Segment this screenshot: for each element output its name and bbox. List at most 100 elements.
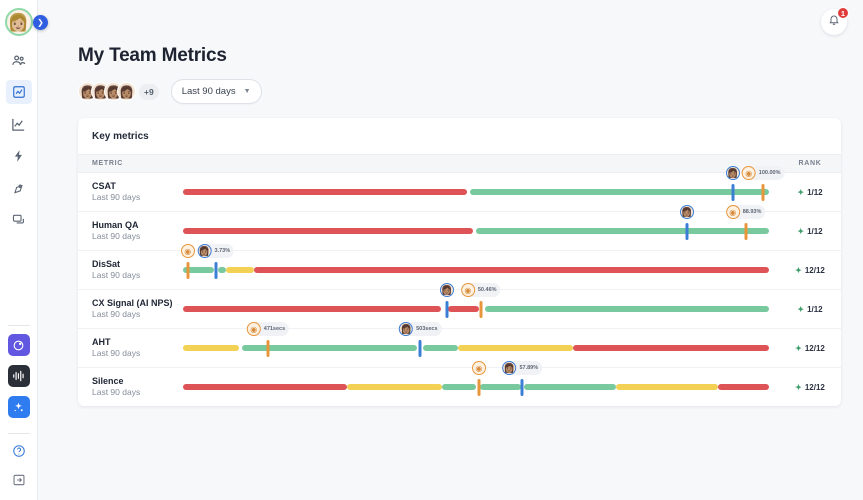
bar-track: 👩🏽◉100.00% [183, 166, 785, 202]
marker-stick [214, 262, 218, 280]
bar-segment-red [572, 345, 769, 352]
marker-avatar: 👩🏽 [725, 166, 740, 181]
metric-bar-cell[interactable]: 👩🏽◉100.00% [183, 166, 785, 211]
rank-trend-up-icon: ✦ [797, 304, 805, 314]
rank-trend-up-icon: ✦ [795, 382, 802, 392]
sidebar-item-dashboard[interactable] [5, 80, 32, 104]
bar-segment-red [183, 306, 441, 313]
rank-trend-up-icon: ✦ [797, 187, 805, 197]
sidebar-item-insights[interactable] [6, 144, 32, 168]
coaching-icon [12, 181, 26, 195]
rank-cell: ✦12/12 [779, 329, 841, 367]
table-header: METRIC RANK [78, 154, 841, 173]
metric-bar-cell[interactable]: ◉👩🏽57.89% [183, 361, 779, 406]
metric-name-cell: CX Signal (AI NPS)Last 90 days [78, 290, 183, 328]
marker-stick [445, 301, 449, 319]
marker-stick [520, 379, 524, 397]
metric-bar-cell[interactable]: ◉👩🏽3.73% [180, 244, 779, 289]
trend-chart-icon [11, 117, 26, 132]
logout-button[interactable] [7, 471, 31, 493]
bar-segment-green [423, 345, 459, 352]
marker-stick [685, 223, 689, 241]
help-icon [12, 444, 26, 463]
marker-generic-avatar-icon: ◉ [725, 205, 740, 220]
sidebar-item-conversations[interactable] [6, 208, 32, 232]
metric-bar-cell[interactable]: 👩🏽◉88.93% [183, 205, 779, 250]
marker-value: 471secs [263, 326, 286, 333]
metric-bar-cell[interactable]: 👩🏽◉50.46% [183, 283, 779, 328]
bar-segment-yellow [458, 345, 573, 352]
app-tile-purple[interactable] [7, 334, 30, 356]
metric-name: Human QA [92, 220, 139, 231]
filters-bar: 👩🏽👩🏽👩🏽👩🏽+9 Last 90 days ▼ [78, 79, 845, 104]
metric-name: Silence [92, 376, 124, 387]
sidebar-item-coaching[interactable] [6, 176, 32, 200]
bell-icon [828, 13, 840, 31]
waveform-icon [12, 370, 24, 382]
sidebar-item-trends[interactable] [6, 112, 32, 136]
stack-avatar[interactable]: 👩🏽 [117, 82, 136, 101]
bar-track: ◉👩🏽57.89% [183, 361, 769, 397]
marker-bubble: 👩🏽 [679, 205, 694, 220]
circle-swirl-icon [13, 340, 24, 350]
rail-divider-bottom [7, 433, 30, 434]
metric-name: CSAT [92, 181, 116, 191]
marker-avatar: 👩🏽 [399, 322, 414, 337]
bar-segment-red [183, 189, 468, 196]
help-button[interactable] [7, 442, 31, 464]
team-avatar-stack[interactable]: 👩🏽👩🏽👩🏽👩🏽+9 [78, 82, 159, 101]
table-row[interactable]: CX Signal (AI NPS)Last 90 days👩🏽◉50.46% ✦… [78, 283, 841, 330]
bar-segment-green [476, 228, 769, 235]
marker-bubble: 👩🏽 [725, 166, 740, 181]
bar-segment-yellow [225, 267, 255, 274]
marker-stick [761, 184, 765, 202]
app-tile-sparkle[interactable] [7, 396, 30, 418]
marker-stick [266, 340, 270, 358]
marker-bubble: 👩🏽3.73% [197, 244, 235, 259]
marker-bubble: ◉471secs [246, 322, 290, 337]
notification-badge: 1 [837, 7, 849, 19]
marker-value: 100.00% [758, 170, 781, 177]
sidebar-item-team[interactable] [6, 48, 32, 72]
bar-segment-red [183, 384, 348, 391]
marker-generic-avatar-icon: ◉ [246, 322, 261, 337]
sparkle-icon [14, 402, 23, 411]
marker-bubble: ◉100.00% [741, 166, 785, 181]
rank-trend-up-icon: ✦ [797, 226, 805, 236]
chevron-down-icon: ▼ [243, 88, 251, 95]
marker-stick [418, 340, 422, 358]
column-header-bar [183, 160, 779, 167]
marker-generic-avatar-icon: ◉ [460, 283, 475, 298]
marker-stick [477, 379, 481, 397]
metric-period: Last 90 days [92, 192, 141, 203]
bar-segment-red [447, 306, 479, 313]
marker-stick [186, 262, 190, 280]
rank-trend-up-icon: ✦ [795, 265, 802, 275]
marker-bubble: ◉ [471, 361, 486, 376]
metric-name: DisSat [92, 259, 121, 270]
marker-bubble: ◉50.46% [460, 283, 501, 298]
bar-segment-green [183, 267, 215, 274]
avatar-stack-overflow-count[interactable]: +9 [139, 83, 159, 100]
chevron-right-icon: ❯ [37, 18, 44, 27]
column-header-rank: RANK [798, 160, 822, 167]
avatar[interactable]: 👩🏼 [4, 8, 33, 36]
rank-value: 1/12 [807, 187, 823, 197]
metric-bar-cell[interactable]: ◉471secs👩🏽503secs [183, 322, 779, 367]
notifications-button[interactable]: 1 [821, 7, 849, 35]
app-tile-waveform[interactable] [7, 365, 30, 387]
bar-track: 👩🏽◉50.46% [183, 283, 769, 319]
logout-icon [12, 473, 26, 492]
marker-stick [479, 301, 483, 319]
rank-cell: ✦12/12 [779, 368, 841, 406]
rank-value: 12/12 [804, 382, 825, 392]
date-range-selector[interactable]: Last 90 days ▼ [170, 79, 262, 104]
rail-toggle-button[interactable]: ❯ [33, 15, 48, 30]
marker-generic-avatar-icon: ◉ [741, 166, 756, 181]
